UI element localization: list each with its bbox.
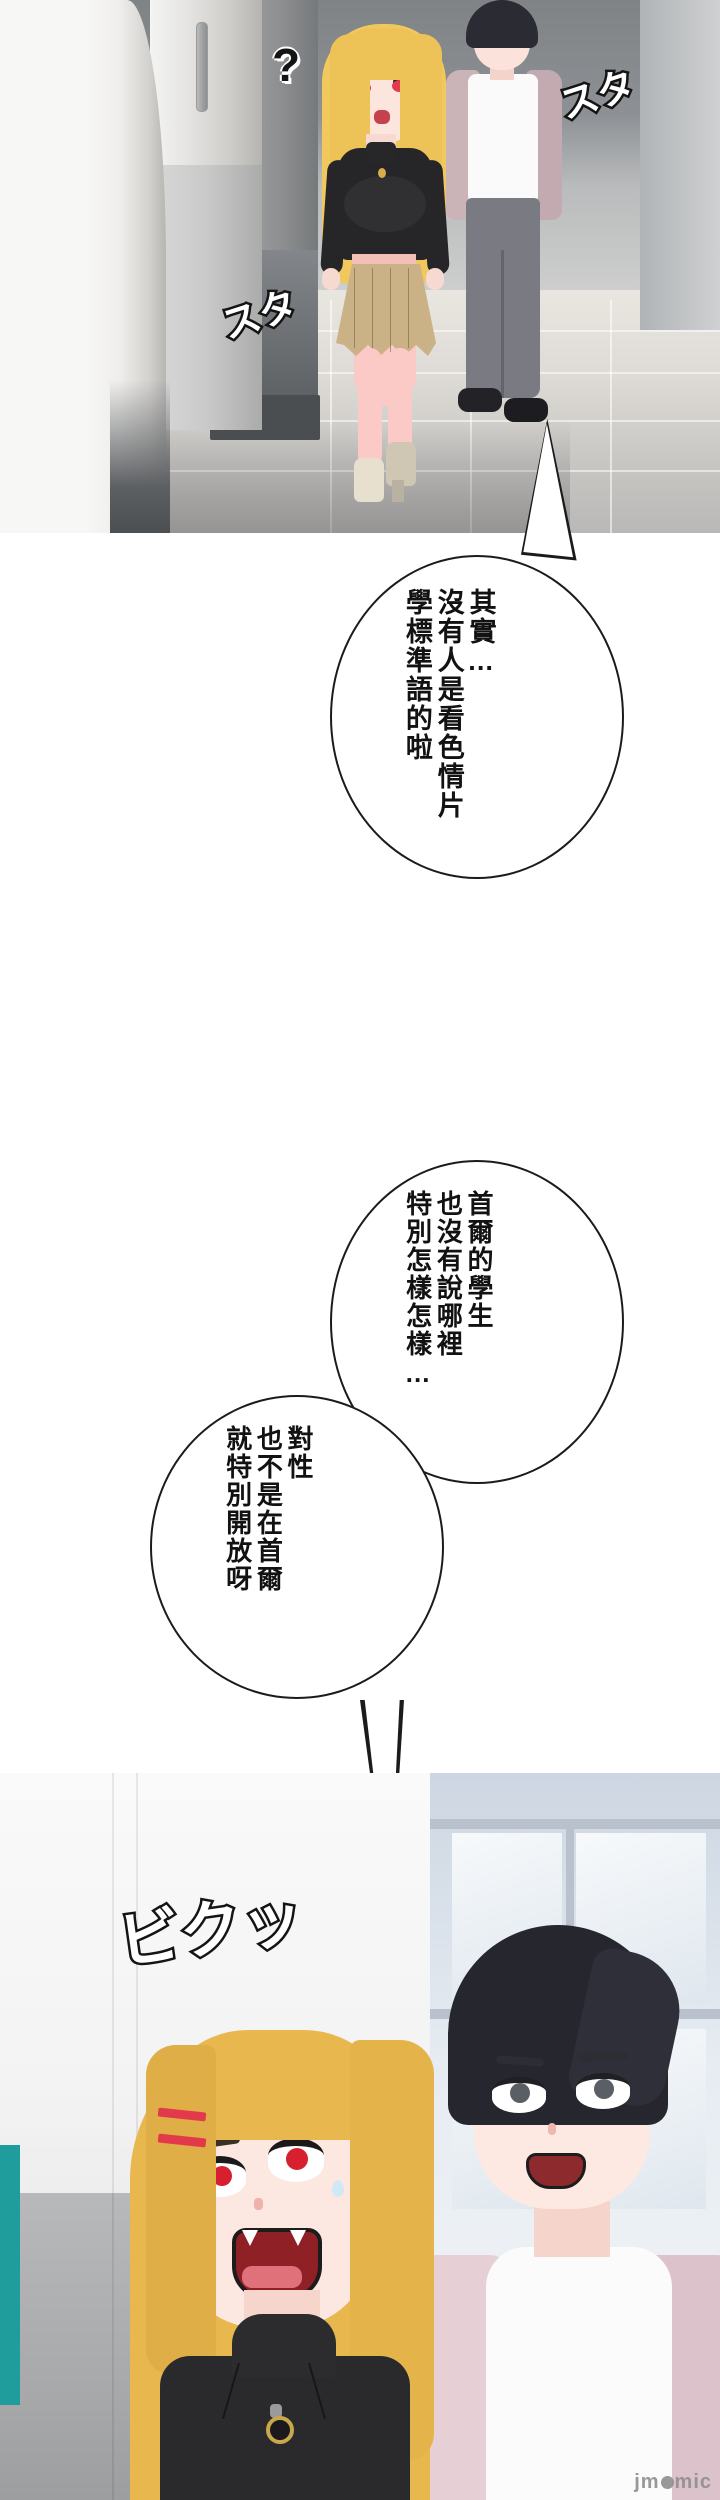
speech-bubble-1: [330, 555, 624, 879]
watermark-dot-icon: [660, 2476, 674, 2490]
green-board-edge: [0, 2145, 20, 2405]
boy-iris-right: [594, 2079, 614, 2099]
girl-tongue: [242, 2266, 302, 2288]
girl-leg-left: [358, 348, 382, 468]
watermark-prefix: jm: [634, 2471, 660, 2493]
window-frame: [566, 1819, 574, 2019]
speech-bubble-2-text: 首爾的學生 也沒有說哪裡 特別怎樣怎樣…: [402, 1190, 495, 1390]
question-mark-icon: ?: [272, 39, 301, 91]
girl-necklace-pendant: [378, 168, 386, 178]
girl-iris-left: [212, 2166, 232, 2186]
boy-shoe-right: [504, 398, 548, 422]
boy-shoe-left: [458, 388, 502, 412]
boy-pants-seam: [501, 250, 504, 398]
skirt-pleat: [354, 268, 355, 348]
panel-hallway-wide-shot: ? スタ スタ: [0, 0, 720, 533]
character-girl-full-body: [300, 10, 480, 533]
girl-pleated-skirt: [336, 264, 436, 356]
boy-iris-left: [510, 2083, 530, 2103]
floor-tile-line: [150, 372, 720, 374]
speech-bubble-3-text: 對性 也不是在首爾 就特別開放呀: [222, 1425, 315, 1593]
door-handle: [196, 22, 208, 112]
boy-nose: [548, 2123, 556, 2135]
hallway-right-wall: [640, 0, 720, 330]
window-frame: [430, 1819, 720, 1829]
speech-bubble-3: [150, 1395, 444, 1699]
speech-bubble-1-text: 其實… 沒有人是看色情片 學標準語的啦: [401, 588, 496, 820]
skirt-pleat: [408, 268, 409, 348]
boy-mouth: [526, 2153, 586, 2189]
girl-hand-right: [426, 268, 444, 290]
watermark-suffix: mic: [674, 2471, 712, 2493]
floor-tile-line: [610, 300, 612, 533]
character-boy-full-body: [430, 0, 580, 520]
girl-fang-right: [290, 2230, 306, 2246]
girl-hair-side-left-closeup: [146, 2045, 216, 2375]
floor-tile-line: [330, 300, 332, 533]
necklace-pendant-closeup: [266, 2416, 294, 2444]
girl-boot-heel: [392, 480, 404, 502]
skirt-pleat: [372, 268, 373, 352]
wall-seam: [112, 1773, 114, 2500]
necklace-bail: [270, 2404, 282, 2418]
girl-boot-left: [354, 458, 384, 502]
floor-tile-line: [470, 300, 472, 533]
boy-neck-closeup: [534, 2201, 610, 2257]
girl-boot-right: [386, 442, 416, 486]
character-boy-closeup: [370, 1925, 720, 2500]
pillar-shadow: [110, 380, 170, 533]
character-girl-closeup: [120, 1990, 450, 2500]
girl-nose: [254, 2198, 263, 2210]
girl-mouth: [374, 110, 390, 124]
girl-hand-left: [322, 268, 340, 290]
boy-shirt-closeup: [486, 2247, 672, 2500]
floor-tile-line: [150, 330, 720, 332]
girl-iris-right: [286, 2148, 308, 2170]
girl-top-shading: [344, 176, 426, 232]
girl-fang-left: [242, 2230, 258, 2246]
girl-turtleneck: [366, 142, 396, 164]
skirt-pleat: [390, 268, 391, 352]
hallway-left-wall-front: [0, 0, 92, 533]
sweat-drop-icon: [332, 2180, 344, 2197]
girl-turtleneck-closeup: [232, 2314, 336, 2378]
boy-shirt: [468, 74, 538, 204]
